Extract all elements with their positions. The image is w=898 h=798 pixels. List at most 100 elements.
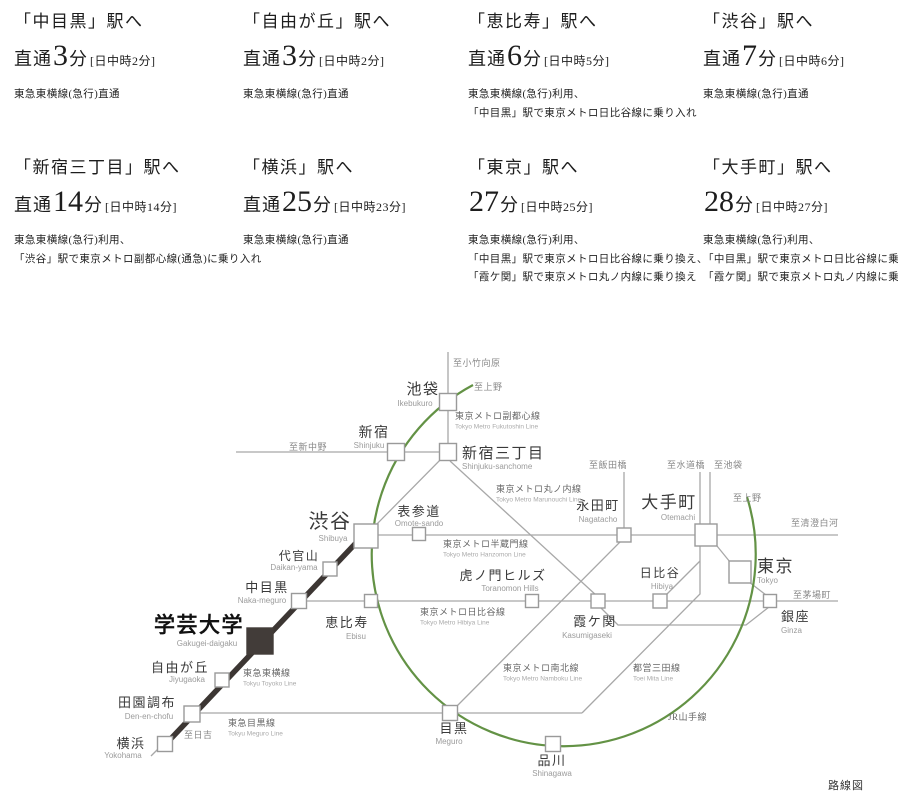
time-prefix: 直通 [468, 49, 506, 70]
station-label-shinjuku: 新宿 [359, 424, 390, 441]
route-detail: 東急東横線(急行)利用、 「中目黒」駅で東京メトロ日比谷線に乗り換え、 「霞ケ関… [703, 235, 898, 284]
station-label-shinjuku-sanchome: 新宿三丁目 [462, 445, 545, 462]
line-label-namboku: 東京メトロ南北線 [503, 662, 579, 673]
route-detail: 東急東横線(急行)利用、 「渋谷」駅で東京メトロ副都心線(通急)に乗り入れ [14, 235, 262, 265]
station-romaji-otemachi: Otemachi [661, 513, 695, 522]
station-box-shinjuku-sanchome [438, 442, 458, 462]
direction-label-suidobashi: 至水道橋 [667, 459, 705, 470]
station-label-omotesando: 表参道 [397, 504, 441, 519]
station-romaji-nagatacho: Nagatacho [579, 515, 618, 524]
station-label-gakugei-daigaku: 学芸大学 [154, 613, 244, 637]
station-romaji-meguro: Meguro [435, 737, 463, 746]
station-romaji-tokyo: Tokyo [757, 576, 778, 585]
station-box-toranomon-hills [524, 593, 540, 609]
time-unit: 分 [69, 49, 87, 70]
station-label-ginza: 銀座 [781, 609, 810, 624]
route-detail: 東急東横線(急行)直通 [703, 89, 809, 101]
station-romaji-shinjuku-sanchome: Shinjuku-sanchome [462, 462, 533, 471]
station-romaji-ginza: Ginza [781, 626, 802, 635]
station-label-yokohama: 横浜 [116, 736, 145, 751]
direction-label-ikebukuro-dir: 至池袋 [714, 459, 743, 470]
station-box-shinjuku [386, 442, 406, 462]
station-label-meguro: 目黒 [439, 721, 468, 736]
station-romaji-ikebukuro: Ikebukuro [397, 399, 433, 408]
station-box-denenchofu [183, 705, 201, 723]
station-label-daikanyama: 代官山 [279, 548, 320, 563]
line-label-en-fukutoshin: Tokyo Metro Fukutoshin Line [455, 424, 538, 431]
station-romaji-shibuya: Shibuya [319, 534, 348, 543]
station-box-nagatacho [616, 527, 632, 543]
station-label-tokyo: 東京 [757, 557, 794, 576]
destination-station-label: 「新宿三丁目」駅へ [14, 158, 181, 177]
daytime-note: [日中時14分] [105, 200, 177, 215]
station-romaji-omotesando: Omote-sando [395, 519, 444, 528]
time-minutes: 3 [53, 39, 68, 73]
daytime-note: [日中時2分] [90, 54, 156, 69]
time-minutes: 27 [469, 185, 499, 219]
direction-label-ueno-right: 至上野 [733, 493, 762, 503]
line-label-en-toyoko: Tokyu Toyoko Line [243, 681, 297, 688]
station-box-shibuya [353, 523, 379, 549]
track-marunouchi-ginza-tokyo [748, 581, 767, 596]
line-label-en-hanzomon: Tokyo Metro Hanzomon Line [443, 552, 526, 559]
station-label-jiyugaoka: 自由が丘 [151, 660, 209, 675]
station-box-gakugei-daigaku [246, 627, 274, 655]
time-minutes: 3 [282, 39, 297, 73]
time-prefix: 直通 [14, 49, 52, 70]
line-label-en-meguro: Tokyu Meguro Line [228, 731, 283, 738]
station-romaji-gakugei-daigaku: Gakugei-daigaku [177, 639, 237, 648]
time-unit: 分 [313, 195, 331, 216]
track-mita [581, 546, 701, 714]
time-prefix: 直通 [14, 195, 52, 216]
destination-station-label: 「渋谷」駅へ [703, 12, 814, 31]
station-label-shibuya: 渋谷 [309, 510, 352, 533]
track-marunouchi-south [600, 606, 770, 626]
station-box-tokyo [728, 560, 752, 584]
station-box-ikebukuro [438, 392, 458, 412]
track-marunouchi-tokyo-otemachi [716, 545, 731, 563]
line-label-meguro: 東急目黒線 [228, 717, 276, 728]
station-box-omotesando [411, 526, 427, 542]
station-box-daikanyama [322, 561, 338, 577]
station-box-ginza [762, 593, 778, 609]
station-label-toranomon-hills: 虎ノ門ヒルズ [459, 568, 546, 583]
line-label-toyoko: 東急東横線 [243, 667, 291, 678]
station-box-ebisu [363, 593, 379, 609]
station-label-ikebukuro: 池袋 [406, 381, 439, 398]
time-minutes: 25 [282, 185, 312, 219]
time-unit: 分 [735, 195, 753, 216]
station-romaji-yokohama: Yokohama [104, 751, 142, 760]
daytime-note: [日中時23分] [334, 200, 406, 215]
line-label-fukutoshin: 東京メトロ副都心線 [455, 410, 541, 421]
time-unit: 分 [523, 49, 541, 70]
track-mita-hibiya-connector [666, 560, 701, 595]
map-caption: 路線図 [828, 778, 864, 792]
station-box-otemachi [694, 523, 718, 547]
direction-label-kayabacho: 至茅場町 [793, 589, 831, 600]
line-label-hanzomon: 東京メトロ半蔵門線 [443, 538, 529, 549]
daytime-note: [日中時27分] [756, 200, 828, 215]
line-label-marunouchi: 東京メトロ丸ノ内線 [496, 483, 582, 494]
line-label-en-namboku: Tokyo Metro Namboku Line [503, 676, 583, 683]
line-label-mita: 都営三田線 [633, 662, 681, 673]
station-romaji-shinagawa: Shinagawa [532, 769, 572, 778]
station-romaji-ebisu: Ebisu [346, 632, 366, 641]
station-label-nagatacho: 永田町 [576, 498, 620, 513]
time-prefix: 直通 [243, 49, 281, 70]
line-label-en-marunouchi: Tokyo Metro Marunouchi Line [496, 497, 582, 504]
station-label-hibiya: 日比谷 [640, 566, 681, 580]
station-romaji-nakameguro: Naka-meguro [238, 596, 287, 605]
station-label-denenchofu: 田園調布 [118, 695, 176, 710]
station-romaji-hibiya: Hibiya [651, 582, 674, 591]
direction-label-shin-nakano: 至新中野 [289, 441, 327, 452]
